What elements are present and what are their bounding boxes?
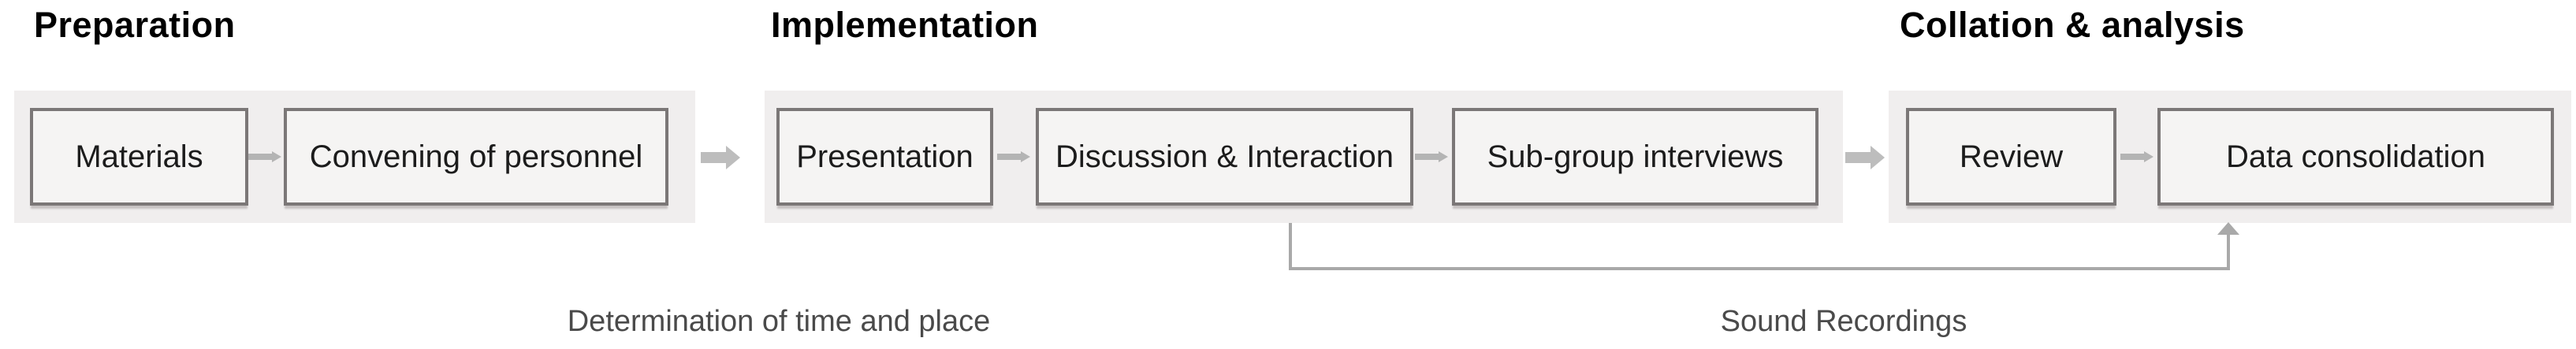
- step-box-materials: Materials: [30, 108, 248, 206]
- phase-panel-implementation: Presentation Discussion & Interaction Su…: [765, 91, 1843, 223]
- step-arrow-icon: [1415, 150, 1450, 164]
- phase-arrow-icon: [701, 144, 742, 171]
- phase-panel-collation-analysis: Review Data consolidation: [1889, 91, 2571, 223]
- step-box-presentation: Presentation: [776, 108, 993, 206]
- step-box-convening-of-personnel: Convening of personnel: [284, 108, 668, 206]
- phase-title-implementation: Implementation: [771, 5, 1039, 45]
- connector-line-horizontal: [1289, 267, 2230, 270]
- phase-title-collation-analysis: Collation & analysis: [1900, 5, 2245, 45]
- step-arrow-icon: [248, 150, 283, 164]
- annotation-sound-recordings: Sound Recordings: [1720, 305, 1967, 338]
- step-box-review: Review: [1906, 108, 2116, 206]
- step-box-data-consolidation: Data consolidation: [2157, 108, 2554, 206]
- connector-line-vertical-left: [1289, 223, 1292, 269]
- annotation-determination-time-place: Determination of time and place: [567, 305, 991, 338]
- up-arrowhead-icon: [2217, 222, 2239, 235]
- step-box-sub-group-interviews: Sub-group interviews: [1452, 108, 1818, 206]
- step-arrow-icon: [997, 150, 1032, 164]
- step-box-discussion-interaction: Discussion & Interaction: [1036, 108, 1413, 206]
- connector-line-vertical-right: [2227, 234, 2230, 270]
- phase-title-preparation: Preparation: [34, 5, 236, 45]
- phase-panel-preparation: Materials Convening of personnel: [14, 91, 695, 223]
- step-arrow-icon: [2120, 150, 2155, 164]
- phase-arrow-icon: [1845, 144, 1886, 171]
